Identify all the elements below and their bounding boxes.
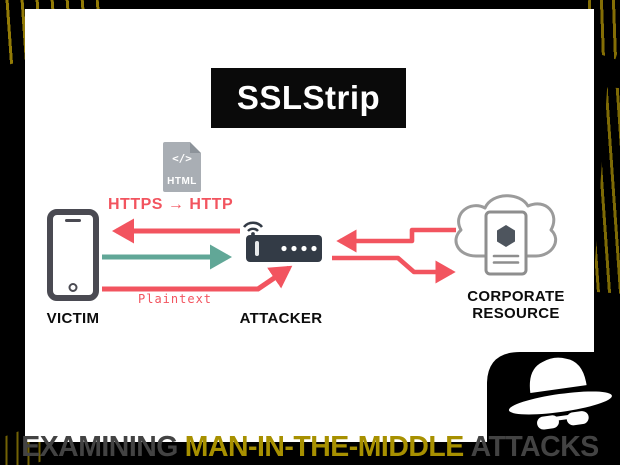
router-slot <box>255 241 259 256</box>
hexagon-badge-icon <box>497 225 515 247</box>
folded-corner <box>190 142 201 153</box>
arrows <box>102 218 456 292</box>
router-led <box>311 245 317 252</box>
https-to-http-label: HTTPS → HTTP <box>108 196 234 213</box>
wifi-icon <box>242 221 264 228</box>
victim-label: VICTIM <box>46 310 100 327</box>
footer-suffix: ATTACKS <box>470 431 600 463</box>
html-file-label: HTML <box>167 176 197 187</box>
spy-corner <box>487 352 620 465</box>
phone-speaker <box>65 219 81 222</box>
arrow-attacker-to-resource <box>332 255 456 284</box>
spy-glasses-bridge <box>556 415 569 421</box>
router-icon <box>242 221 322 262</box>
arrow-plaintext-victim-to-attacker <box>102 265 293 292</box>
router-led <box>281 245 287 252</box>
spy-hat-brim <box>508 391 612 415</box>
footer-prefix: EXAMINING <box>21 431 178 463</box>
spy-icon <box>508 357 612 430</box>
router-led <box>291 245 297 252</box>
arrow-resource-to-attacker <box>336 227 456 253</box>
footer-highlight: MAN-IN-THE-MIDDLE <box>184 431 464 463</box>
plaintext-label: Plaintext <box>138 292 213 306</box>
spy-glasses-right <box>566 411 589 426</box>
cloud-resource-icon <box>454 194 558 276</box>
router-led <box>301 245 307 252</box>
page-title: SSLStrip <box>236 79 381 116</box>
wifi-dot <box>251 232 255 236</box>
corporate-resource-label: CORPORATE RESOURCE <box>467 288 565 322</box>
code-glyph: </> <box>172 152 192 165</box>
html-file-icon: </> HTML <box>163 142 201 192</box>
phone-home-button <box>68 283 78 292</box>
title-banner: SSLStrip <box>211 68 406 128</box>
wifi-icon <box>247 227 259 232</box>
spy-glasses-left <box>537 415 559 430</box>
attacker-label: ATTACKER <box>239 310 323 327</box>
smartphone-icon <box>47 209 99 301</box>
